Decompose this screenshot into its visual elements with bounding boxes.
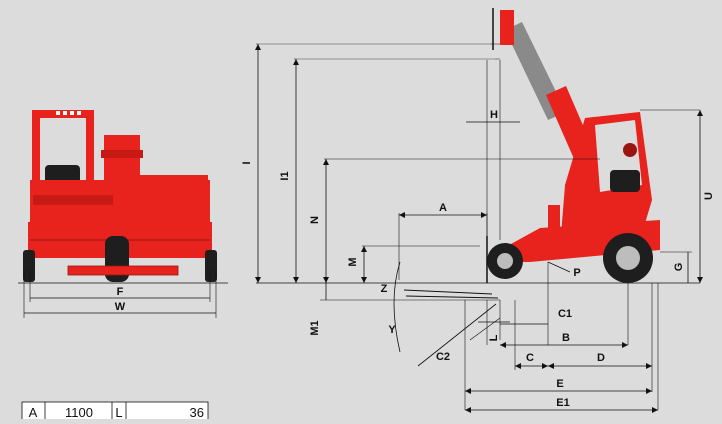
front-canopy-right-post: [86, 110, 94, 200]
arrowhead: [697, 110, 703, 116]
label-Z: Z: [381, 283, 388, 295]
front-view-machine: [18, 110, 228, 284]
label-P: P: [573, 267, 580, 279]
arrowhead: [465, 388, 471, 394]
arrowhead: [323, 277, 329, 283]
arrowhead: [646, 388, 652, 394]
front-light: [56, 111, 60, 115]
arrowhead: [646, 363, 652, 369]
arrowhead: [465, 407, 471, 413]
side-lowered-fork: [403, 289, 493, 295]
side-boom-pivot: [623, 143, 637, 157]
label-W: W: [115, 301, 126, 313]
arrowhead: [399, 212, 405, 218]
label-A: A: [439, 202, 447, 214]
label-C: C: [526, 352, 534, 364]
front-fork-bar-outline: [67, 265, 179, 276]
label-D: D: [597, 352, 605, 364]
front-light: [70, 111, 74, 115]
arrowhead: [515, 363, 521, 369]
arrowhead: [500, 342, 506, 348]
label-E1: E1: [556, 397, 569, 409]
spec-cell-label: A: [29, 405, 38, 419]
dimension-C2-line: [417, 303, 497, 367]
label-G: G: [673, 263, 685, 272]
dimension-Y-arc: [393, 261, 401, 353]
spec-cell-label: L: [115, 405, 122, 419]
label-L: L: [488, 334, 500, 341]
front-canopy-left-post: [32, 110, 40, 200]
ext-line: [469, 317, 501, 341]
side-seat: [610, 170, 640, 192]
arrowhead: [622, 342, 628, 348]
dimension-P-leader: [547, 261, 571, 273]
label-M1: M1: [309, 320, 321, 335]
arrowhead: [652, 407, 658, 413]
front-fork-bar: [68, 266, 178, 275]
arrowhead: [697, 277, 703, 283]
arrowhead: [255, 277, 261, 283]
label-M: M: [347, 257, 359, 266]
front-light: [63, 111, 67, 115]
arrowhead: [255, 44, 261, 50]
arrowhead: [481, 212, 487, 218]
arrowhead: [542, 363, 548, 369]
label-C2: C2: [436, 351, 450, 363]
side-view-dimensions: I I1 N M A H U G: [241, 43, 715, 413]
side-lowered-fork: [405, 295, 499, 299]
front-boom-bracket: [101, 150, 143, 158]
front-view-dimensions: F W: [23, 270, 217, 318]
arrowhead: [361, 246, 367, 252]
front-engine-cover: [140, 175, 208, 187]
front-left-tyre: [23, 250, 35, 282]
front-boom-head: [104, 135, 140, 183]
front-canopy-roof: [32, 110, 92, 118]
label-U: U: [703, 192, 715, 200]
arrowhead: [323, 159, 329, 165]
label-B: B: [562, 332, 570, 344]
label-I: I: [241, 161, 253, 164]
side-boom-head: [500, 10, 514, 45]
arrowhead: [293, 277, 299, 283]
arrowhead: [548, 363, 554, 369]
label-I1: I1: [279, 171, 291, 180]
side-view-machine: [256, 8, 700, 299]
arrowhead: [293, 59, 299, 65]
label-F: F: [117, 286, 124, 298]
label-C1: C1: [558, 308, 572, 320]
side-front-hub: [497, 253, 513, 269]
side-mast: [548, 205, 560, 245]
spec-cell-value: 1100: [65, 405, 93, 419]
label-E: E: [556, 378, 563, 390]
label-Y: Y: [388, 324, 396, 336]
spec-cell-value: 36: [190, 405, 204, 419]
arrowhead: [361, 277, 367, 283]
front-light: [77, 111, 81, 115]
label-N: N: [309, 216, 321, 224]
side-rear-hub: [616, 246, 640, 270]
front-right-tyre: [205, 250, 217, 282]
front-body-stripe: [33, 195, 113, 205]
spec-table: A 1100 L 36: [21, 401, 209, 423]
label-H: H: [490, 109, 498, 121]
